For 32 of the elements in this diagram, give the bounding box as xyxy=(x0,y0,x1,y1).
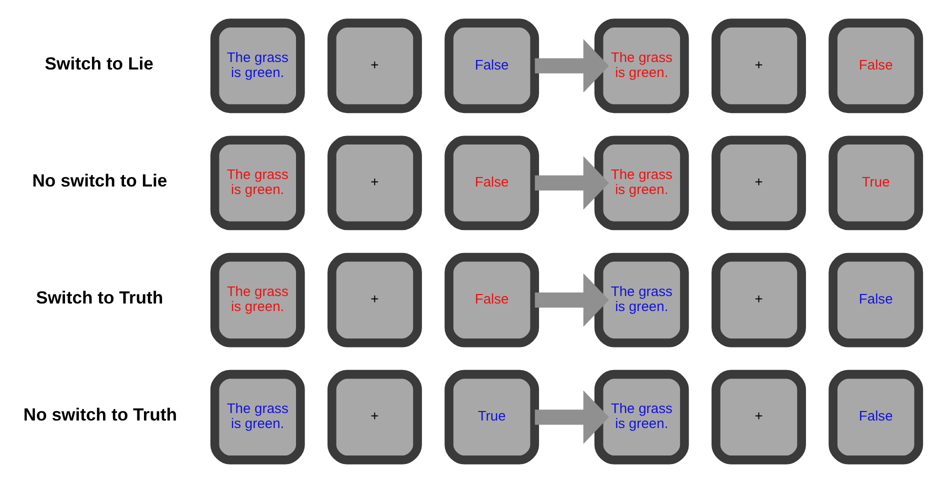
node-box: The grass is green. xyxy=(210,18,305,113)
node-box: The grass is green. xyxy=(210,135,305,230)
node-box: + xyxy=(712,369,806,464)
arrow xyxy=(534,156,609,210)
node-box: + xyxy=(712,18,806,113)
arrow xyxy=(534,390,609,444)
arrow xyxy=(534,38,609,92)
label: Switch to Truth xyxy=(36,286,164,307)
node-box: The grass is green. xyxy=(594,252,689,347)
node-box: False xyxy=(444,18,540,113)
node-box: + xyxy=(328,18,422,113)
node-box: False xyxy=(828,18,924,113)
node-box: The grass is green. xyxy=(594,18,689,113)
node-box: + xyxy=(328,252,422,347)
node-box: The grass is green. xyxy=(210,369,305,464)
node-box: The grass is green. xyxy=(594,369,689,464)
label: No switch to Truth xyxy=(23,404,177,424)
node-box: + xyxy=(328,369,422,464)
node-box: The grass is green. xyxy=(210,252,305,347)
node-box: + xyxy=(712,135,806,230)
node-box: True xyxy=(828,135,924,230)
node-box: + xyxy=(328,135,422,230)
node-box: False xyxy=(444,252,540,347)
node-box: The grass is green. xyxy=(594,135,689,230)
node-box: False xyxy=(828,369,924,464)
label: Switch to Lie xyxy=(44,52,154,73)
node-box: True xyxy=(444,369,540,464)
label: No switch to Lie xyxy=(32,170,168,190)
arrow xyxy=(534,272,609,326)
node-box: + xyxy=(712,252,806,347)
node-box: False xyxy=(444,135,540,230)
node-box: False xyxy=(828,252,924,347)
